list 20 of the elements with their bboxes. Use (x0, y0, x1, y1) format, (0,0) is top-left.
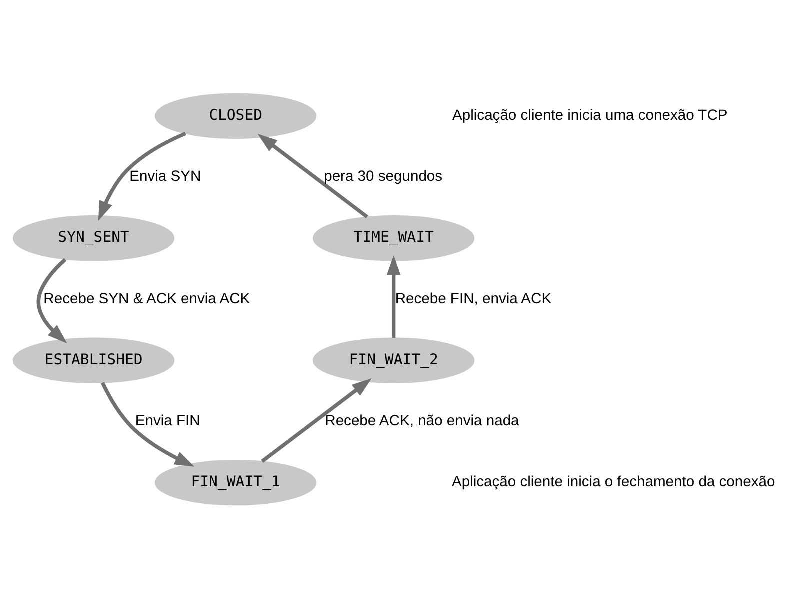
edge-label: Envia SYN (130, 168, 202, 185)
arrow (261, 378, 372, 462)
arrow (258, 134, 368, 218)
edge-label: Recebe ACK, não envia nada (325, 413, 520, 430)
node-ellipse: CLOSED (154, 92, 317, 138)
arrow (36, 258, 68, 344)
arrow (98, 131, 186, 221)
node-ellipse: FIN_WAIT_2 (312, 337, 475, 383)
label: Aplicação cliente inicia o fechamento da conexão (452, 474, 776, 490)
edge-label: Recebe SYN & ACK envia ACK (44, 290, 250, 307)
edge-label: pera 30 segundos (324, 168, 443, 185)
node-ellipse: TIME_WAIT (312, 215, 475, 261)
arrow (101, 382, 195, 466)
node-ellipse: ESTABLISHED (12, 337, 175, 383)
label: Aplicação cliente inicia uma conexão TCP (452, 107, 728, 124)
arrow (386, 254, 401, 338)
edge-label: Recebe FIN, envia ACK (395, 290, 552, 307)
node-ellipse: SYN_SENT (12, 215, 175, 261)
node-ellipse: FIN_WAIT_1 (154, 460, 317, 506)
edge-label: Envia FIN (135, 413, 200, 430)
